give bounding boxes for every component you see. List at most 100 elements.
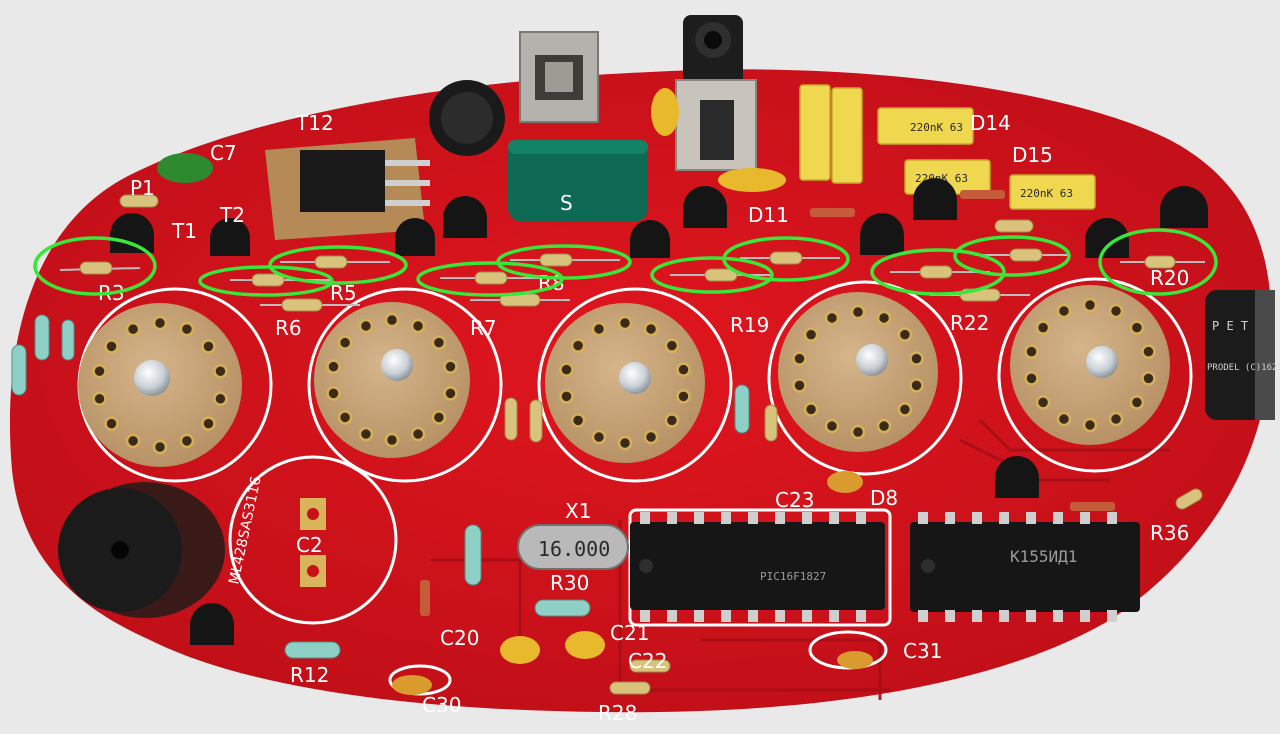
ic-pin <box>829 610 839 622</box>
solder-hole <box>326 386 341 401</box>
highlight-ellipse-8 <box>870 248 1006 296</box>
cap-marking-3: 220nK 63 <box>1020 187 1073 200</box>
solder-hole <box>559 389 574 404</box>
buzzer <box>58 482 225 618</box>
solder-hole <box>1141 371 1156 386</box>
cap-elec-marking: P E T <box>1212 319 1248 333</box>
label-r30: R30 <box>550 571 589 595</box>
ic-pin <box>856 512 866 524</box>
label-r19: R19 <box>730 313 769 337</box>
label-r28: R28 <box>598 701 637 725</box>
solder-hole <box>850 304 866 320</box>
solder-hole <box>1035 320 1051 335</box>
led-disc-5 <box>1010 285 1170 445</box>
ic-pin <box>1080 512 1090 524</box>
ic-right-marking: K155ИД1 <box>1010 547 1077 566</box>
solder-hole <box>201 416 216 431</box>
solder-hole <box>617 435 633 451</box>
solder-hole <box>201 339 216 354</box>
solder-hole <box>443 386 458 401</box>
solder-hole <box>152 439 168 455</box>
label-t2: T2 <box>219 203 245 227</box>
solder-hole <box>337 410 353 425</box>
ic-pin <box>1107 512 1117 524</box>
crystal-label: 16.000 <box>538 537 610 561</box>
solder-hole <box>431 410 447 425</box>
ic-pin <box>1053 610 1063 622</box>
solder-hole <box>664 413 680 428</box>
solder-hole <box>92 391 107 407</box>
solder-hole <box>824 418 840 434</box>
ic-pin <box>667 610 677 622</box>
label-p1: P1 <box>130 176 155 200</box>
solder-hole <box>591 321 607 337</box>
highlight-ellipse-10 <box>1098 228 1218 296</box>
solder-hole <box>792 378 807 393</box>
label-c20: C20 <box>440 626 479 650</box>
label-c22: C22 <box>628 649 667 673</box>
solder-hole <box>1141 344 1156 359</box>
solder-hole <box>897 327 913 342</box>
c2-footprint <box>300 498 326 587</box>
ic-pins <box>640 512 1117 622</box>
solder-hole <box>559 362 574 377</box>
led-disc-3 <box>545 303 705 463</box>
led-disc-2 <box>314 302 470 458</box>
ic-pin <box>972 512 982 524</box>
solder-hole <box>591 429 607 445</box>
solder-hole <box>643 429 659 445</box>
ic-pin <box>640 512 650 524</box>
label-c21: C21 <box>610 621 649 645</box>
label-c30: C30 <box>422 693 461 717</box>
label-r36: R36 <box>1150 521 1189 545</box>
solder-hole <box>803 402 819 417</box>
ic-pin <box>1080 610 1090 622</box>
ic-pin <box>667 512 677 524</box>
ceramic-capacitors <box>157 88 873 695</box>
solder-hole <box>1129 320 1145 335</box>
solder-hole <box>104 339 119 354</box>
label-x1: X1 <box>565 499 591 523</box>
solder-hole <box>909 378 924 393</box>
solder-hole <box>570 413 586 428</box>
label-c2: C2 <box>296 533 323 557</box>
solder-hole <box>1024 371 1039 386</box>
ic-pin <box>802 610 812 622</box>
ic-pin <box>972 610 982 622</box>
label-r6: R6 <box>275 316 302 340</box>
ic-pin <box>694 512 704 524</box>
highlight-ellipse-1 <box>33 236 157 296</box>
label-d8: D8 <box>870 486 898 510</box>
transistors <box>110 178 1208 645</box>
label-c7: C7 <box>210 141 237 165</box>
ic-pin <box>721 512 731 524</box>
silkscreen-rings <box>77 277 1193 696</box>
diodes <box>420 190 1115 616</box>
solder-hole <box>1056 303 1072 319</box>
solder-hole <box>643 321 659 337</box>
label-r5: R5 <box>330 281 357 305</box>
solder-hole <box>92 363 107 379</box>
solder-hole <box>213 391 228 407</box>
ic-pin <box>1107 610 1117 622</box>
ic-pin <box>856 610 866 622</box>
ic-pin <box>748 610 758 622</box>
audio-jack <box>675 15 757 171</box>
solder-hole <box>876 418 892 434</box>
highlight-ellipse-6 <box>650 256 774 294</box>
led-disc-1 <box>78 303 242 467</box>
ic-pin <box>918 610 928 622</box>
solder-hole <box>792 351 807 366</box>
ic-pin <box>1026 512 1036 524</box>
ic-left-marking: PIC16F1827 <box>760 570 826 583</box>
solder-hole <box>384 432 400 448</box>
ic-pin <box>999 512 1009 524</box>
solder-hole <box>676 362 691 377</box>
ic-pin <box>945 512 955 524</box>
solder-hole <box>664 338 680 353</box>
solder-hole <box>179 321 195 337</box>
crystal: 16.000 <box>517 524 629 570</box>
label-d11: D11 <box>748 203 789 227</box>
cap-elec-marking-2: PRODEL (C)1623 <box>1207 363 1280 373</box>
